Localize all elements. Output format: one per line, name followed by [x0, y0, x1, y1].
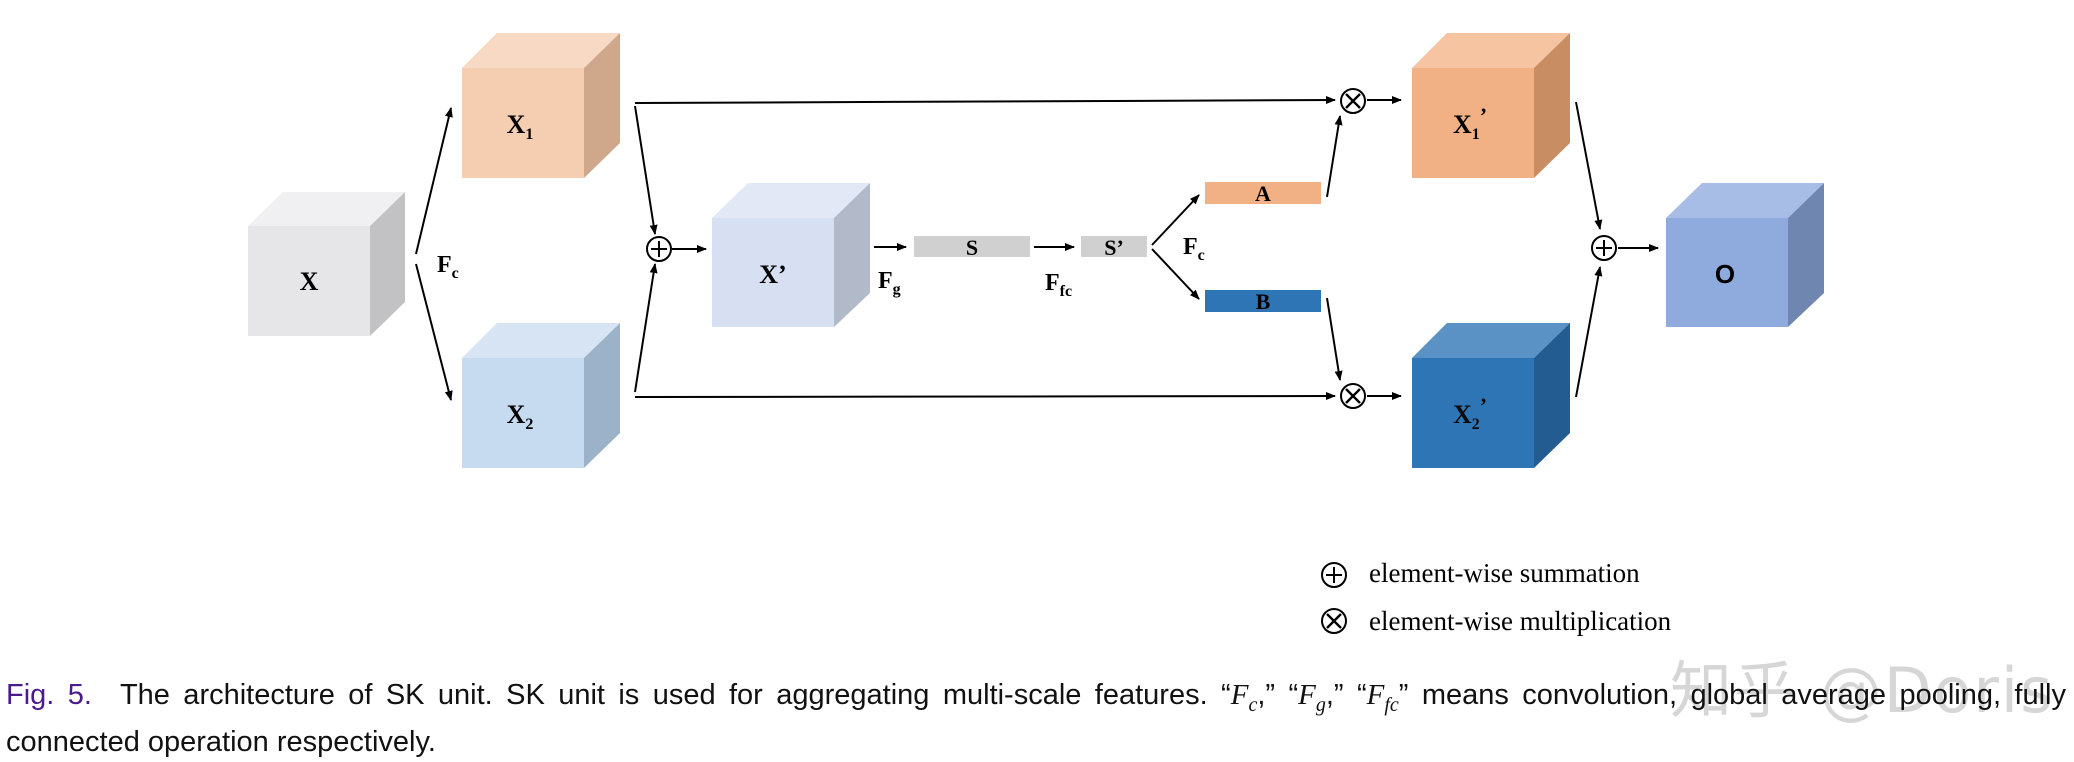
cube-x2-prime-label: X — [1453, 400, 1472, 429]
cube-x1-prime-mark: ’ — [1480, 103, 1487, 128]
cube-x-label: X — [300, 267, 319, 296]
cube-x1-label: X — [507, 110, 526, 139]
edge-label-fc-1: Fc — [437, 252, 459, 282]
cube-x1-prime-label: X — [1453, 110, 1472, 139]
cube-x1-sub: 1 — [525, 126, 533, 143]
bar-a-label: A — [1255, 181, 1271, 206]
bar-b-label: B — [1256, 289, 1271, 314]
legend-sum-label: element-wise summation — [1369, 558, 1640, 588]
caption-text: The architecture of SK unit. SK unit is … — [6, 679, 2067, 758]
arrow-a-to-mul1 — [1326, 115, 1343, 198]
edge-label-fc-2: Fc — [1183, 234, 1205, 264]
sk-unit-diagram: X X1 X2 X’ X1’ X2’ O S — [248, 33, 1824, 636]
cube-x2-prime-mark: ’ — [1480, 393, 1487, 418]
bar-s-prime: S’ — [1081, 235, 1147, 260]
arrow-x2-to-sum1 — [634, 263, 658, 393]
bar-a: A — [1205, 181, 1321, 206]
cube-o: O — [1666, 183, 1824, 327]
svg-text:X2: X2 — [507, 400, 534, 433]
bar-s: S — [914, 235, 1030, 260]
mul-op-1 — [1340, 88, 1366, 114]
caption-fig-number: Fig. 5. — [6, 679, 92, 711]
legend: element-wise summation element-wise mult… — [1321, 558, 1672, 636]
bar-s-label: S — [966, 235, 978, 260]
edge-label-ffc: Ffc — [1045, 270, 1072, 300]
arrow-sp-to-a — [1151, 194, 1200, 246]
cube-x2-sub: 2 — [525, 416, 533, 433]
cube-x1-prime: X1’ — [1412, 33, 1570, 178]
arrow-x2-to-mul2 — [634, 392, 1336, 401]
cube-o-label: O — [1715, 259, 1735, 289]
arrow-x1-to-sum1 — [634, 105, 658, 235]
cube-x2-prime: X2’ — [1412, 323, 1570, 468]
cube-x1-prime-sub: 1 — [1472, 126, 1480, 143]
arrow-b-to-mul2 — [1326, 297, 1343, 381]
arrow-x2p-to-sum2 — [1575, 266, 1603, 398]
mul-op-2 — [1340, 383, 1366, 409]
cube-x2: X2 — [462, 323, 620, 468]
svg-text:X1: X1 — [507, 110, 534, 143]
cube-x: X — [248, 192, 405, 336]
arrow-x-to-x2 — [415, 263, 453, 401]
svg-text:X2’: X2’ — [1453, 393, 1487, 433]
bar-b: B — [1205, 289, 1321, 314]
arrow-x-to-x1 — [415, 107, 453, 255]
figure-caption: Fig. 5.The architecture of SK unit. SK u… — [6, 677, 2066, 761]
legend-mul-icon — [1321, 608, 1347, 634]
cube-x1: X1 — [462, 33, 620, 178]
legend-sum-icon — [1321, 562, 1347, 588]
legend-mul-label: element-wise multiplication — [1369, 606, 1672, 636]
cube-x-prime-label: X’ — [759, 260, 786, 289]
sum-op-1 — [646, 236, 672, 262]
arrow-x1p-to-sum2 — [1575, 101, 1603, 230]
sum-op-2 — [1591, 235, 1617, 261]
arrows — [415, 96, 1659, 401]
watermark: 知乎 @Doris — [1670, 654, 2055, 727]
svg-text:X1’: X1’ — [1453, 103, 1487, 143]
cube-x-prime: X’ — [712, 183, 870, 327]
arrow-sp-to-b — [1151, 248, 1200, 300]
cube-x2-prime-sub: 2 — [1472, 416, 1480, 433]
edge-label-fg: Fg — [878, 268, 901, 298]
bar-s-prime-label: S’ — [1104, 235, 1124, 260]
arrow-x1-to-mul1 — [634, 96, 1336, 105]
cube-x2-label: X — [507, 400, 526, 429]
